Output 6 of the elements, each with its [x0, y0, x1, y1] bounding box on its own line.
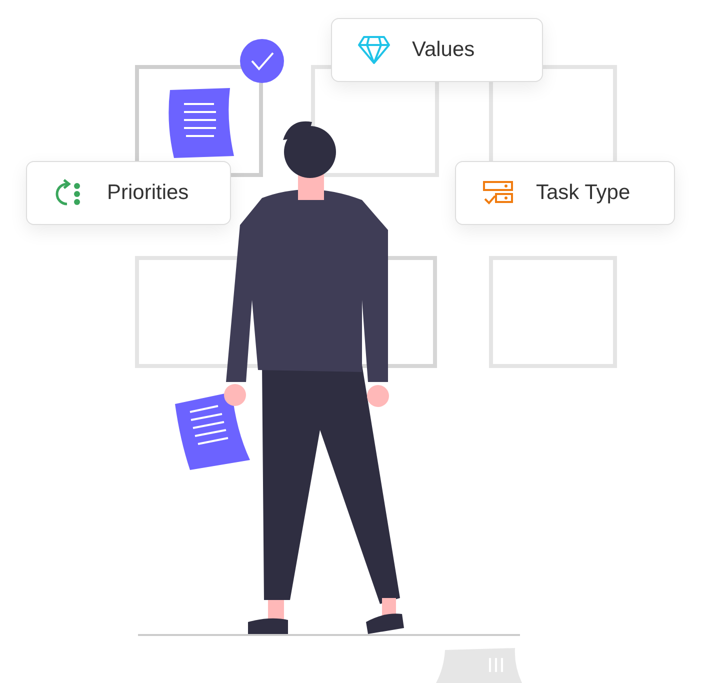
- label-card: [455, 161, 675, 225]
- card-label: Task Type: [536, 181, 630, 205]
- card-label: Priorities: [107, 181, 189, 205]
- label-card: [331, 18, 543, 82]
- card-label: Values: [412, 38, 475, 62]
- label-card: [26, 161, 231, 225]
